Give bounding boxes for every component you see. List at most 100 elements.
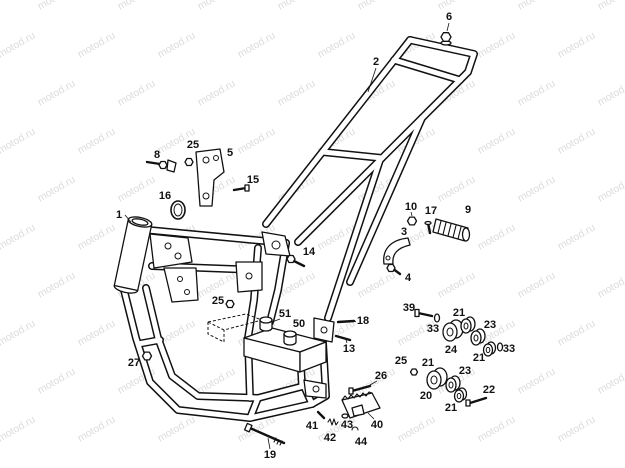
- callout-9: 9: [465, 204, 471, 216]
- watermark-text: motod.ru: [596, 269, 625, 300]
- callout-22: 22: [483, 384, 495, 396]
- part-41-pin: [316, 410, 326, 420]
- part-27-nut: [141, 351, 153, 361]
- watermark-text: motod.ru: [36, 0, 78, 13]
- watermark-text: motod.ru: [236, 29, 278, 60]
- callout-18: 18: [357, 315, 369, 327]
- callout-44: 44: [355, 436, 368, 448]
- callout-51: 51: [279, 308, 291, 320]
- watermark-text: motod.ru: [356, 0, 398, 13]
- watermark-text: motod.ru: [596, 0, 625, 13]
- watermark-text: motod.ru: [516, 0, 558, 13]
- callout-6: 6: [446, 11, 452, 23]
- part-16-grommet: [170, 200, 186, 220]
- callout-2: 2: [373, 56, 379, 68]
- part-19-long-bolt: [243, 422, 286, 446]
- engine-mount-plate-rear: [235, 261, 263, 293]
- callout-19: 19: [264, 449, 276, 461]
- callout-1: 1: [116, 209, 122, 221]
- callout-39: 39: [403, 302, 415, 314]
- callout-26: 26: [375, 370, 387, 382]
- lower-rear-plate: [303, 379, 327, 399]
- watermark-text: motod.ru: [596, 365, 625, 396]
- part-21-bushing-b: [482, 341, 497, 357]
- part-25-nut-top: [184, 157, 194, 167]
- shock-mount-bracket: [261, 231, 291, 257]
- callout-10: 10: [405, 201, 417, 213]
- watermark-text: motod.ru: [76, 125, 118, 156]
- part-33-washer-b: [496, 342, 504, 352]
- watermark-text: motod.ru: [276, 0, 318, 13]
- watermark-text: motod.ru: [436, 173, 478, 204]
- watermark-text: motod.ru: [0, 317, 38, 348]
- part-21-bushing-d: [453, 387, 468, 403]
- part-51-bushing: [259, 316, 273, 332]
- callout-labels: 6 2 25 5 8 15 16 1 10 17 9 3 14 4 25 39 …: [116, 11, 515, 461]
- callout-17: 17: [425, 205, 437, 217]
- watermark-text: motod.ru: [596, 77, 625, 108]
- part-15-bolt: [232, 184, 250, 192]
- watermark-text: motod.ru: [596, 173, 625, 204]
- callout-20: 20: [420, 390, 432, 402]
- watermark-text: motod.ru: [516, 77, 558, 108]
- watermark-text: motod.ru: [0, 125, 38, 156]
- callout-25-top: 25: [187, 139, 199, 151]
- callout-33-a: 33: [427, 323, 439, 335]
- part-40-footpeg: [341, 391, 381, 419]
- callout-21-a: 21: [453, 307, 465, 319]
- watermark-text: motod.ru: [476, 29, 518, 60]
- callout-43: 43: [341, 419, 353, 431]
- part-10-nut: [406, 216, 418, 226]
- part-21-bushing-c: [426, 367, 448, 390]
- watermark-text: motod.ru: [236, 125, 278, 156]
- callout-42: 42: [324, 432, 336, 444]
- watermark-text: motod.ru: [156, 29, 198, 60]
- watermark-text: motod.ru: [76, 221, 118, 252]
- callout-21-d: 21: [445, 402, 457, 414]
- part-18-bolt: [336, 319, 356, 324]
- watermark-text: motod.ru: [276, 77, 318, 108]
- watermark-text: motod.ru: [76, 317, 118, 348]
- callout-4: 4: [405, 272, 412, 284]
- callout-27: 27: [128, 357, 140, 369]
- callout-13: 13: [343, 343, 355, 355]
- part-24-bushing: [442, 319, 464, 342]
- part-17-bolt: [424, 220, 432, 235]
- part-6-nut: [440, 32, 452, 46]
- watermark-text: motod.ru: [0, 29, 38, 60]
- watermark-text: motod.ru: [196, 0, 238, 13]
- watermark-text: motod.ru: [476, 221, 518, 252]
- callout-41: 41: [306, 420, 318, 432]
- callout-33-b: 33: [503, 343, 515, 355]
- part-14-bolt: [286, 254, 306, 268]
- watermark-text: motod.ru: [556, 125, 598, 156]
- watermark-text: motod.ru: [36, 365, 78, 396]
- watermark-text: motod.ru: [356, 269, 398, 300]
- callout-15: 15: [247, 174, 259, 186]
- watermark-text: motod.ru: [116, 0, 158, 13]
- watermark-text: motod.ru: [556, 29, 598, 60]
- callout-23-a: 23: [484, 319, 496, 331]
- part-1-steering-head-tube: [113, 216, 153, 294]
- part-43-washer: [341, 413, 349, 419]
- part-4-bolt: [386, 263, 402, 276]
- part-21-bushing-a: [460, 316, 476, 334]
- watermark-text: motod.ru: [76, 29, 118, 60]
- part-25-nut-mid: [225, 299, 235, 309]
- part-3-bracket: [383, 237, 411, 265]
- part-9-footpeg: [432, 218, 471, 242]
- watermark-text: motod.ru: [516, 173, 558, 204]
- watermark-text: motod.ru: [436, 0, 478, 13]
- watermark-text: motod.ru: [396, 413, 438, 444]
- callout-5: 5: [227, 147, 233, 159]
- watermark-text: motod.ru: [196, 77, 238, 108]
- watermark-text: motod.ru: [516, 269, 558, 300]
- part-44-clip: [351, 426, 359, 431]
- watermark-text: motod.ru: [156, 413, 198, 444]
- part-8-screw: [145, 159, 177, 173]
- watermark-text: motod.ru: [476, 125, 518, 156]
- watermark-text: motod.ru: [556, 413, 598, 444]
- callout-40: 40: [371, 419, 383, 431]
- watermark-text: motod.ru: [0, 413, 38, 444]
